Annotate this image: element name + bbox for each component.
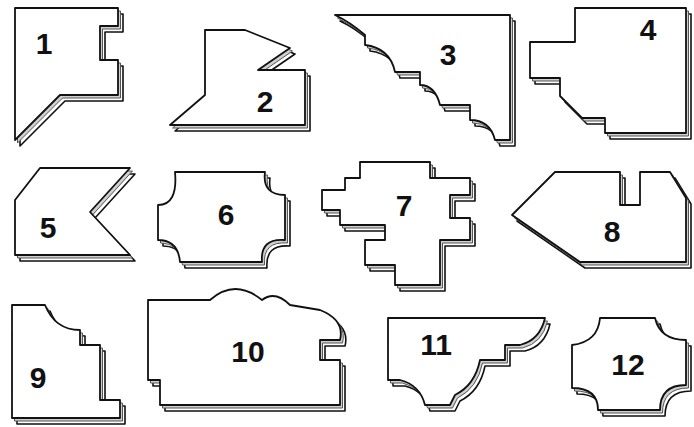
puzzle-piece: 9 [8,300,130,425]
piece-number: 10 [231,337,264,367]
piece-outline [10,3,148,153]
puzzle-piece: 11 [383,313,551,413]
puzzle-piece: 5 [10,163,138,263]
piece-number: 11 [420,330,452,360]
piece-outline [330,10,518,148]
piece-number: 4 [640,15,657,45]
piece-number: 7 [396,191,413,221]
piece-number: 12 [611,350,644,380]
piece-outline [508,167,693,270]
piece-outline [318,157,478,293]
piece-outline [10,163,138,263]
piece-outline [8,300,130,425]
puzzle-piece: 2 [165,25,313,133]
piece-number: 2 [257,87,274,117]
piece-number: 6 [218,200,235,230]
puzzle-piece: 12 [567,313,692,419]
piece-number: 5 [40,213,57,243]
piece-outline [383,313,551,413]
piece-number: 9 [30,363,47,393]
puzzle-piece: 6 [153,167,293,270]
puzzle-piece: 3 [330,10,518,148]
piece-number: 8 [604,217,621,247]
piece-outline [165,25,313,133]
puzzle-piece: 8 [508,167,693,270]
puzzle-piece: 4 [525,3,693,143]
piece-outline [525,3,693,143]
piece-number: 1 [36,29,53,59]
puzzle-piece: 1 [10,3,148,153]
puzzle-piece: 10 [140,278,350,413]
piece-number: 3 [440,40,457,70]
puzzle-piece: 7 [318,157,478,293]
